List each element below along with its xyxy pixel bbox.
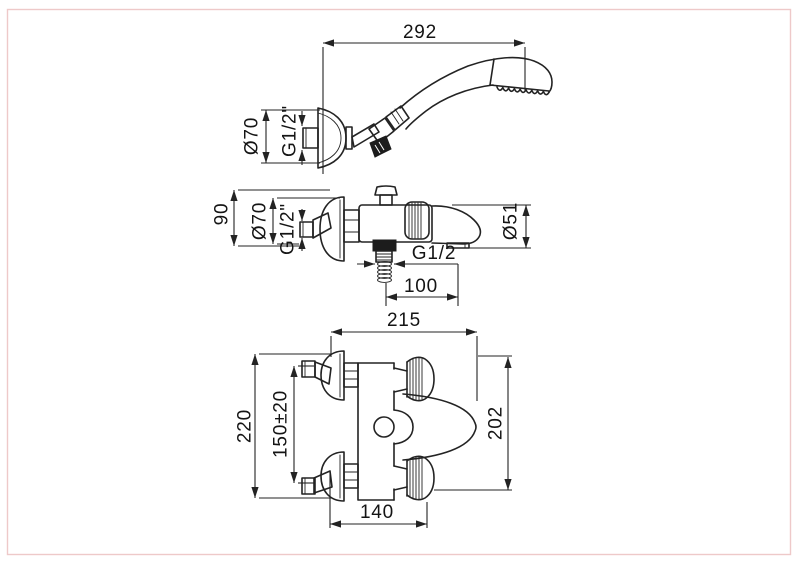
dim-label-150: 150±20 [271,390,292,458]
front-upper-neck [393,367,408,393]
handset-grip-outer [399,56,553,109]
dim-label-215: 215 [387,310,421,331]
dim-label-thread-top: G1/2" [280,105,301,157]
dim-centre-distance: 150±20 [271,365,314,484]
front-lower-neck [393,465,408,491]
dim-body-height: 202 [434,355,512,491]
bracket-flange [317,107,347,169]
dim-label-thread-side: G1/2" [278,203,299,255]
corrugated-hose [377,261,392,283]
dim-label-flange-top: Ø70 [242,117,263,155]
dim-label-140: 140 [360,502,394,523]
cradle-arm [351,123,380,148]
front-upper-stub [301,360,316,378]
front-body-bulge [402,393,477,461]
dim-label-g12: G1/2 [412,243,456,264]
diverter-knob [374,185,398,196]
head-joint-line [489,58,495,86]
spout [431,205,482,245]
front-lower-handle [406,455,435,501]
dim-side-flange: Ø70 [250,197,340,245]
dim-label-220: 220 [235,409,256,443]
handset-grip-inner [405,84,494,130]
dim-hose-offset: 100 [385,276,458,306]
front-center-port [373,416,395,438]
mixer-side-view: 90 Ø70 G1/2" Ø51 G1/2 [212,185,531,306]
handset-cone-nut [368,117,395,144]
dim-front-width: 215 [330,310,478,401]
side-eccentric-union [312,212,332,239]
front-upper-nut [343,362,359,388]
front-body-notch [393,409,414,445]
side-handle [404,201,430,240]
dim-side-thread: G1/2" [278,203,306,255]
dim-side-projection: 90 [212,189,330,247]
front-lower-stub [301,477,316,495]
dim-label-202: 202 [486,406,507,440]
mixer-front-drawing [301,350,477,502]
mixer-front-view: 215 220 150±20 202 140 [235,310,512,528]
handset-collar [385,105,410,131]
side-hex-nut [343,209,360,243]
spray-nozzles [496,86,550,96]
bracket-thread-stub [302,127,319,149]
mixer-side-drawing [299,185,482,283]
dim-label-292: 292 [403,22,437,43]
front-upper-eccentric [314,361,332,385]
side-thread-stub [299,221,314,238]
hand-shower-top-view: 292 Ø70 G1/2" [242,22,553,174]
dim-spout-diameter: Ø51 [452,202,531,249]
dim-front-height: 220 [235,353,332,499]
front-body-column [357,362,395,501]
dim-handset-thread: G1/2" [280,105,306,165]
dim-handset-flange: Ø70 [242,109,320,164]
front-upper-escutcheon [320,350,345,401]
dim-handset-span: 292 [322,22,526,174]
dim-label-51: Ø51 [501,202,522,240]
page-border-frame [6,8,792,556]
hose-thread-hatch [369,135,392,158]
spray-face-edge [489,84,550,92]
dim-hose-thread: G1/2 [357,243,459,306]
dim-label-90: 90 [212,203,233,226]
handset-drawing [302,56,553,169]
dim-label-flange-side: Ø70 [250,202,271,240]
diverter-stem [379,194,393,206]
dim-label-100: 100 [404,276,438,297]
bracket-socket [345,126,353,150]
front-lower-nut [343,463,359,489]
dim-lower-width: 140 [329,472,428,528]
front-lower-escutcheon [320,451,345,502]
front-upper-handle [406,356,435,402]
hose-nut-ring [372,239,397,252]
front-lower-eccentric [313,470,333,494]
